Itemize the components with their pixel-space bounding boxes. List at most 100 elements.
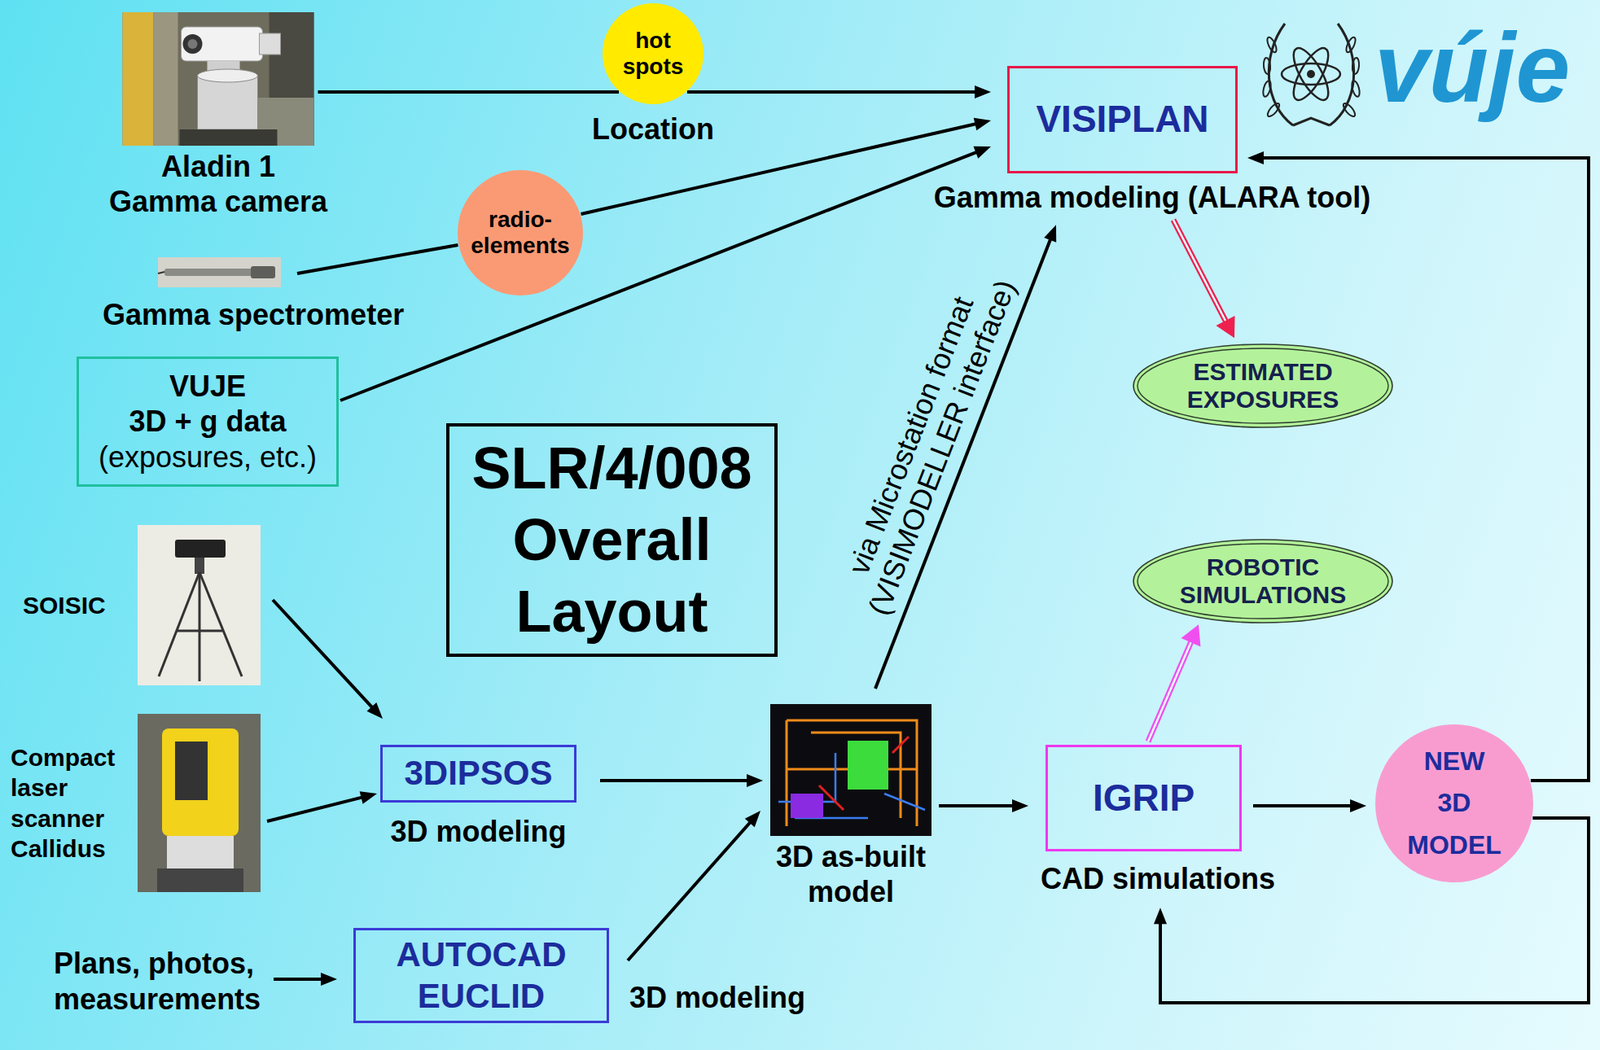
oval-inner-outline	[1137, 348, 1389, 424]
connector-line	[687, 90, 977, 94]
connector-line	[273, 977, 323, 982]
connector	[1247, 151, 1589, 781]
oval-fill	[457, 170, 584, 296]
emblem-part	[1306, 70, 1316, 79]
oval-shape: ESTIMATED EXPOSURES	[1132, 343, 1394, 429]
gamma-camera-photo-part	[188, 39, 198, 49]
process-box: 3DIPSOS 3D modeling	[380, 745, 577, 850]
connector	[938, 799, 1029, 813]
edge-label-holder: via Microstation format (VISIMODELLER in…	[827, 254, 1026, 629]
arrow-head	[973, 118, 991, 132]
photo-node: 3D as-built model	[765, 704, 937, 910]
caption-text: Gamma modeling (ALARA tool)	[920, 179, 1385, 215]
connector	[1173, 219, 1236, 338]
box-shape: 3DIPSOS	[380, 745, 577, 803]
emblem-part-part	[1265, 35, 1279, 54]
connector-line	[297, 245, 458, 274]
oval-inner-outline	[1137, 543, 1389, 619]
emblem-part-part	[1287, 43, 1336, 105]
caption-text: 3D modeling	[390, 814, 566, 850]
connector-line	[627, 821, 751, 961]
box-shape: IGRIP	[1045, 745, 1242, 852]
emblem-part-part	[1293, 118, 1330, 126]
caption-text: Compact laser scanner Callidus	[10, 742, 138, 865]
emblem-part-part	[1287, 43, 1336, 105]
arrow-head	[359, 791, 377, 805]
tripod-photo-part-part	[198, 572, 202, 682]
arrow-head	[367, 702, 383, 719]
connector-line	[267, 797, 364, 822]
as-built-model-picture-part	[819, 736, 909, 811]
caption-text: SOISIC	[22, 591, 138, 621]
circle-node: radio-elements	[456, 169, 584, 297]
oval-shape: hot spots	[601, 2, 705, 106]
arrow-head	[1012, 799, 1029, 813]
connector	[267, 791, 377, 822]
photo-node: Gamma spectrometer	[102, 257, 404, 333]
oval-shape: radio-elements	[456, 169, 584, 297]
connector-inner-line	[1148, 640, 1192, 742]
connector	[687, 85, 991, 99]
data-box: VUJE3D + g data(exposures, etc.)	[76, 356, 339, 487]
tripod-photo-part	[194, 557, 205, 575]
emblem-part-part	[1262, 79, 1273, 97]
as-built-model-picture-part	[847, 740, 889, 790]
laser-scanner-photo-part	[157, 868, 244, 893]
node-label: VISIPLAN	[1035, 96, 1209, 142]
arrow-head	[1215, 315, 1235, 338]
connector	[600, 774, 763, 788]
node-label: VUJE	[169, 368, 246, 404]
emblem-part-part	[1344, 35, 1358, 54]
as-built-model-picture	[770, 704, 932, 837]
connector-line	[1253, 804, 1352, 808]
photo-frame	[122, 12, 315, 146]
connector-line	[1148, 640, 1192, 742]
node-label: AUTOCAD EUCLID	[367, 934, 596, 1017]
arrow-head	[1181, 624, 1202, 647]
title-box: SLR/4/008 Overall Layout	[446, 423, 778, 658]
connector	[340, 146, 991, 401]
connector-line	[600, 779, 749, 783]
node-label: NEW 3D MODEL	[1405, 740, 1504, 867]
result-oval: ESTIMATED EXPOSURES	[1132, 343, 1394, 429]
spectrometer-photo-part	[157, 257, 281, 288]
photo-frame	[770, 704, 932, 837]
text-node: Plans, photos, measurements	[53, 946, 268, 1018]
node-label: hot spots	[612, 27, 694, 80]
laser-scanner-photo-part	[175, 741, 208, 801]
process-box: VISIPLAN Gamma modeling (ALARA tool)	[920, 65, 1385, 215]
circle-node: hot spotsLocation	[575, 2, 731, 147]
gamma-camera-photo	[122, 12, 315, 146]
box-shape: AUTOCAD EUCLID	[353, 928, 610, 1024]
gamma-camera-photo-part	[181, 26, 264, 62]
tripod-photo-part	[158, 572, 242, 682]
connector-line	[938, 804, 1014, 808]
as-built-model-picture-part	[790, 793, 824, 819]
connector-inner-line	[1173, 219, 1227, 323]
arrow-head	[974, 85, 991, 99]
arrow-head	[320, 973, 338, 987]
arrow-head	[1350, 799, 1367, 813]
gamma-camera-photo-part	[122, 12, 315, 146]
arrow-head	[1247, 151, 1264, 165]
emblem-part	[1268, 23, 1354, 126]
as-built-model-picture-part	[778, 753, 925, 819]
spectrometer-photo-part	[164, 268, 253, 277]
photo-frame	[137, 525, 261, 686]
as-built-model-picture-part-part	[819, 736, 909, 811]
spectrometer-photo-part	[250, 266, 276, 279]
gamma-camera-photo-part	[153, 12, 179, 146]
connector	[1253, 799, 1367, 813]
connector-line	[1160, 818, 1589, 1004]
circle-node: NEW 3D MODEL	[1374, 723, 1535, 884]
node-label: Plans, photos, measurements	[53, 946, 268, 1018]
oval-fill	[1133, 539, 1393, 623]
emblem-part-part	[1281, 63, 1341, 85]
oval-shape: ROBOTIC SIMULATIONS	[1132, 539, 1394, 624]
caption-text: 3D as-built model	[769, 839, 933, 910]
connector	[1148, 624, 1201, 742]
photo-frame	[157, 257, 281, 288]
laser-scanner-photo-part	[137, 714, 261, 893]
node-label: ROBOTIC SIMULATIONS	[1169, 553, 1357, 610]
